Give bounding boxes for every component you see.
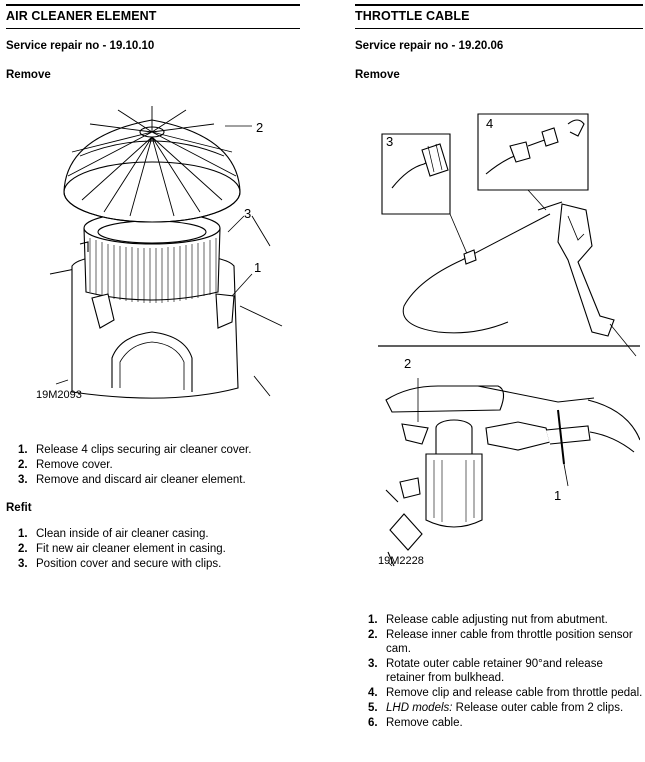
figure-code: 19M2228	[378, 555, 424, 567]
list-item: 3.Remove and discard air cleaner element…	[18, 474, 246, 486]
list-item: 3.Rotate outer cable retainer 90°and rel…	[368, 658, 603, 684]
list-item: 1.Release 4 clips securing air cleaner c…	[18, 444, 252, 456]
list-item: 6.Remove cable.	[368, 717, 463, 729]
list-item: 1.Release cable adjusting nut from abutm…	[368, 614, 608, 626]
callout-3: 3	[386, 134, 393, 149]
remove-steps-list: 1.Release 4 clips securing air cleaner c…	[18, 443, 300, 487]
list-item: 1.Clean inside of air cleaner casing.	[18, 528, 209, 540]
callout-3: 3	[244, 206, 251, 221]
list-item: 2.Fit new air cleaner element in casing.	[18, 543, 226, 555]
air-cleaner-illustration: 2 3 1 19M2093	[20, 96, 290, 406]
list-item: 2.Release inner cable from throttle posi…	[368, 629, 633, 655]
air-cleaner-section: AIR CLEANER ELEMENT Service repair no - …	[6, 0, 300, 81]
section-title-rule	[355, 28, 643, 29]
callout-1: 1	[254, 260, 261, 275]
callout-1: 1	[554, 488, 561, 503]
section-title-rule	[6, 28, 300, 29]
callout-2: 2	[256, 120, 263, 135]
remove-steps-list: 1.Release cable adjusting nut from abutm…	[368, 613, 644, 730]
air-cleaner-steps: 1.Release 4 clips securing air cleaner c…	[6, 443, 300, 572]
service-repair-number: Service repair no - 19.10.10	[6, 40, 155, 52]
throttle-cable-section: THROTTLE CABLE Service repair no - 19.20…	[355, 0, 643, 81]
section-title: THROTTLE CABLE	[355, 9, 470, 23]
section-top-rule	[6, 4, 300, 6]
section-title: AIR CLEANER ELEMENT	[6, 9, 157, 23]
callout-4: 4	[486, 116, 493, 131]
refit-steps-list: 1.Clean inside of air cleaner casing. 2.…	[18, 527, 300, 571]
list-item: 3.Position cover and secure with clips.	[18, 558, 222, 570]
throttle-cable-steps: 1.Release cable adjusting nut from abutm…	[368, 613, 644, 731]
refit-heading: Refit	[6, 502, 32, 514]
remove-heading: Remove	[6, 69, 51, 81]
figure-code: 19M2093	[36, 389, 82, 401]
list-item: 5.LHD models: Release outer cable from 2…	[368, 702, 624, 714]
throttle-cable-illustration: 3 4 2 1 19M2228	[378, 110, 640, 572]
service-repair-number: Service repair no - 19.20.06	[355, 40, 504, 52]
section-top-rule	[355, 4, 643, 6]
lhd-models-label: LHD models:	[386, 702, 453, 714]
list-item: 2.Remove cover.	[18, 459, 113, 471]
callout-2: 2	[404, 356, 411, 371]
list-item: 4.Remove clip and release cable from thr…	[368, 687, 643, 699]
remove-heading: Remove	[355, 69, 400, 81]
